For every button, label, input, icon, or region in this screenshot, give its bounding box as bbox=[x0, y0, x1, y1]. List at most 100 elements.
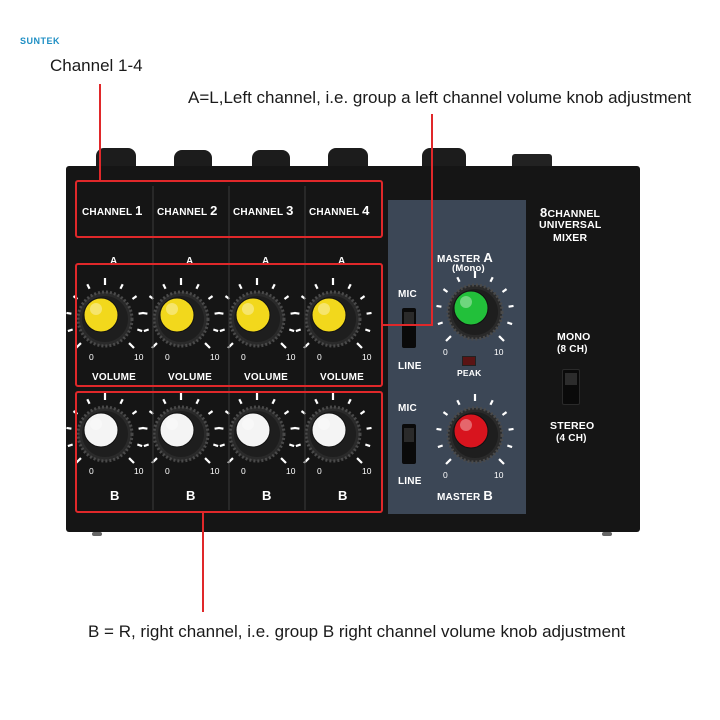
foot-left bbox=[92, 532, 102, 536]
knob-tick bbox=[271, 398, 276, 405]
master-b-knob[interactable] bbox=[432, 392, 518, 478]
knob-tick bbox=[489, 399, 494, 406]
knob-cap bbox=[83, 412, 119, 448]
knob-highlight bbox=[460, 419, 472, 431]
knob-graphic bbox=[66, 393, 144, 464]
knob-tick bbox=[314, 283, 319, 290]
scale-max-b-2: 10 bbox=[210, 466, 220, 476]
group-b-letter-4: B bbox=[338, 488, 348, 503]
volume-label-2: VOLUME bbox=[168, 372, 212, 381]
knob-tick bbox=[212, 443, 219, 448]
knob-tick bbox=[508, 304, 514, 308]
volume-knob-b-2[interactable] bbox=[138, 391, 224, 477]
knob-cap bbox=[311, 297, 347, 333]
volume-label-3: VOLUME bbox=[244, 372, 288, 381]
volume-knob-a-4[interactable] bbox=[290, 276, 376, 362]
knob-tick bbox=[218, 426, 224, 430]
knob-tick bbox=[219, 328, 226, 333]
knob-tick bbox=[456, 276, 461, 283]
knob-tick bbox=[212, 328, 219, 333]
scale-min-a-4: 0 bbox=[317, 352, 322, 362]
knob-tick bbox=[442, 411, 449, 416]
mono-label: MONO bbox=[557, 331, 591, 343]
knob-tick bbox=[218, 311, 224, 315]
group-b-letter-3: B bbox=[262, 488, 272, 503]
master-a-knob[interactable] bbox=[432, 269, 518, 355]
group-a-letter-2: A bbox=[186, 256, 194, 267]
knob-tick bbox=[356, 457, 363, 464]
knob-tick bbox=[280, 457, 287, 464]
knob-tick bbox=[143, 443, 150, 448]
volume-knob-a-3[interactable] bbox=[214, 276, 300, 362]
knob-highlight bbox=[318, 418, 330, 430]
mixer-title-line2: UNIVERSAL bbox=[539, 219, 602, 231]
knob-tick bbox=[364, 328, 371, 333]
mixer-title-line1: 8CHANNEL bbox=[540, 205, 601, 220]
knob-tick bbox=[347, 398, 352, 405]
scale-min-a-3: 0 bbox=[241, 352, 246, 362]
scale-min-a-1: 0 bbox=[89, 352, 94, 362]
group-b-letter-1: B bbox=[110, 488, 120, 503]
knob-tick bbox=[162, 398, 167, 405]
brand-logo: SUNTEK bbox=[20, 36, 61, 46]
scale-max-b-1: 10 bbox=[134, 466, 144, 476]
mixer-title-line3: MIXER bbox=[553, 232, 588, 244]
master-b-label: MASTER B bbox=[437, 488, 493, 503]
knob-tick bbox=[119, 283, 124, 290]
knob-tick bbox=[366, 426, 372, 430]
knob-tick bbox=[67, 328, 74, 333]
channel-4-label: CHANNEL 4 bbox=[309, 203, 370, 218]
callout-group-a-label: A=L,Left channel, i.e. group a left chan… bbox=[188, 88, 692, 107]
knob-highlight bbox=[460, 296, 472, 308]
group-a-letter-1: A bbox=[110, 256, 118, 267]
knob-graphic bbox=[218, 278, 296, 349]
knob-highlight bbox=[242, 303, 254, 315]
knob-tick bbox=[436, 427, 442, 431]
knob-tick bbox=[238, 283, 243, 290]
master-a-min: 0 bbox=[443, 347, 448, 357]
stereo-sub-label: (4 CH) bbox=[556, 433, 587, 444]
knob-tick bbox=[489, 276, 494, 283]
knob-tick bbox=[128, 457, 135, 464]
master-a-label: MASTER A bbox=[437, 250, 493, 265]
knob-cap bbox=[235, 297, 271, 333]
group-b-letter-2: B bbox=[186, 488, 196, 503]
scale-max-a-4: 10 bbox=[362, 352, 372, 362]
knob-cap bbox=[453, 290, 489, 326]
knob-graphic bbox=[218, 393, 296, 464]
knob-tick bbox=[142, 426, 148, 430]
mic-label-b: MIC bbox=[398, 403, 417, 414]
scale-max-a-2: 10 bbox=[210, 352, 220, 362]
channel-1-label: CHANNEL 1 bbox=[82, 203, 143, 218]
volume-knob-b-4[interactable] bbox=[290, 391, 376, 477]
knob-tick bbox=[195, 398, 200, 405]
knob-highlight bbox=[242, 418, 254, 430]
highlight-channel-row bbox=[75, 180, 383, 238]
knob-tick bbox=[219, 443, 226, 448]
knob-tick bbox=[498, 458, 505, 465]
knob-tick bbox=[128, 342, 135, 349]
knob-tick bbox=[204, 342, 211, 349]
knob-tick bbox=[295, 328, 302, 333]
mixer-body bbox=[66, 166, 640, 532]
mic-line-switch-a[interactable] bbox=[402, 308, 416, 348]
mono-stereo-switch[interactable] bbox=[562, 369, 580, 405]
jack-3 bbox=[252, 150, 290, 168]
knob-tick bbox=[295, 443, 302, 448]
knob-tick bbox=[294, 311, 300, 315]
mic-line-switch-b[interactable] bbox=[402, 424, 416, 464]
volume-knob-b-1[interactable] bbox=[62, 391, 148, 477]
knob-tick bbox=[437, 321, 444, 326]
knob-tick bbox=[66, 311, 72, 315]
knob-tick bbox=[347, 283, 352, 290]
knob-tick bbox=[456, 399, 461, 406]
peak-label: PEAK bbox=[457, 368, 482, 378]
volume-knob-a-2[interactable] bbox=[138, 276, 224, 362]
knob-tick bbox=[271, 283, 276, 290]
knob-cap bbox=[453, 413, 489, 449]
knob-graphic bbox=[142, 278, 220, 349]
volume-knob-b-3[interactable] bbox=[214, 391, 300, 477]
knob-tick bbox=[506, 444, 513, 449]
knob-tick bbox=[131, 410, 138, 415]
volume-knob-a-1[interactable] bbox=[62, 276, 148, 362]
